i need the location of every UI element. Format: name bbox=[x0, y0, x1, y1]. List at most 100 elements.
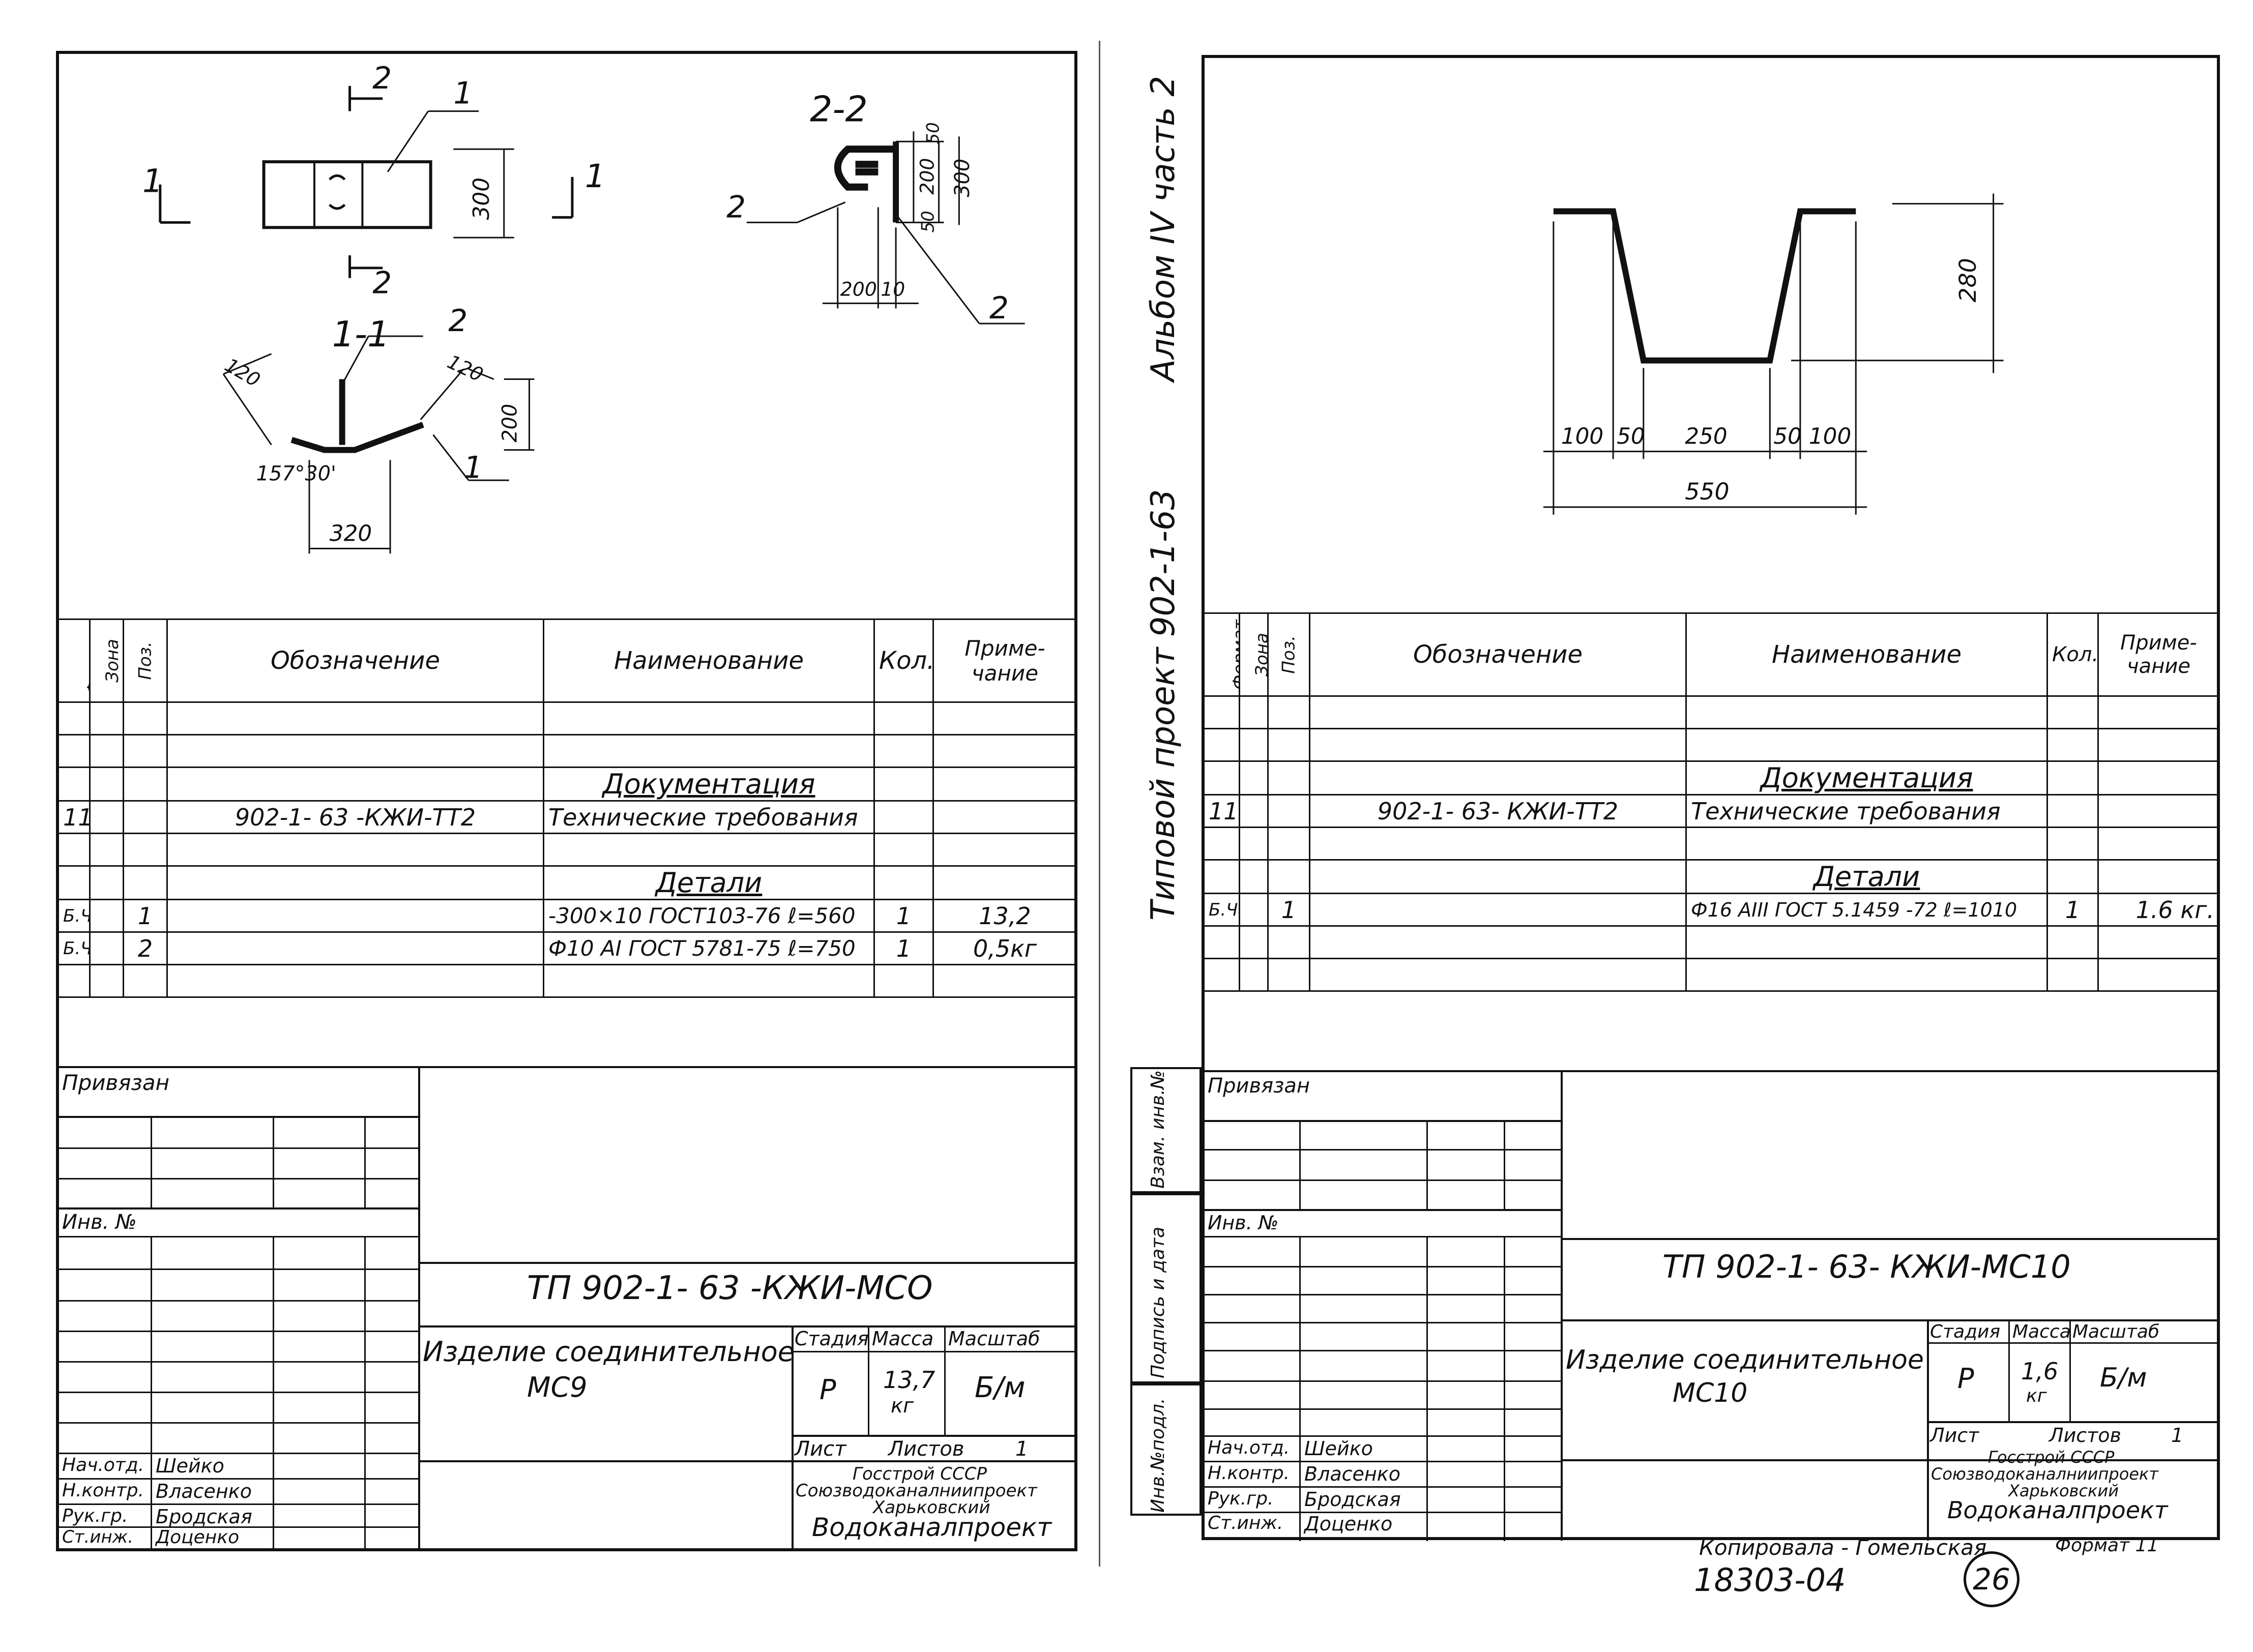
header-format: Формат bbox=[57, 618, 91, 703]
item-name: Изделие соединительное bbox=[1566, 1345, 1924, 1375]
org-gosstroy: Госстрой СССР bbox=[1988, 1448, 2115, 1467]
table-row: 11 902-1- 63- КЖИ-ТТ2 Технические требов… bbox=[1203, 794, 2220, 828]
hook-profile bbox=[834, 145, 899, 191]
table-header-row: Формат Зона Поз. Обозначение Наименовани… bbox=[1203, 612, 2220, 697]
side-label-original: Инв.№подл. bbox=[1148, 1398, 1168, 1513]
section-documentation: Документация bbox=[1685, 760, 2048, 795]
table-row bbox=[1203, 827, 2220, 861]
role-head-dept: Нач.отд. bbox=[1208, 1437, 1290, 1458]
section-2-2-pos-2-right: 2 bbox=[989, 291, 1009, 326]
dim-320: 320 bbox=[330, 521, 372, 547]
header-note: Приме-чание bbox=[932, 618, 1077, 703]
table-row bbox=[1203, 695, 2220, 729]
copied-by: Копировала - Гомельская bbox=[1699, 1535, 1987, 1560]
dim-300-vertical: 300 bbox=[951, 159, 974, 197]
org-kharkov: Харьковский bbox=[2008, 1481, 2119, 1500]
org-gosstroy: Госстрой СССР bbox=[853, 1464, 987, 1484]
role-group-lead: Рук.гр. bbox=[1208, 1488, 1274, 1509]
scale-value: Б/м bbox=[975, 1371, 1026, 1404]
document-code: ТП 902-1- 63- КЖИ-МС10 bbox=[1662, 1248, 2071, 1285]
table-row: Детали bbox=[57, 865, 1077, 900]
section-mark-2-bottom: 2 bbox=[372, 266, 392, 301]
dim-200-section-1-1: 200 bbox=[499, 404, 522, 442]
left-specification-table: Формат Зона Поз. Обозначение Наименовани… bbox=[57, 618, 1077, 998]
mass-label: Масса bbox=[872, 1328, 934, 1350]
right-technical-drawing: 280 100 50 250 50 100 550 bbox=[1543, 193, 2004, 515]
row-format: 11 bbox=[1203, 794, 1240, 828]
row-designation: 902-1- 63 -КЖИ-ТТ2 bbox=[166, 800, 544, 834]
row-qty: 1 bbox=[2046, 893, 2099, 927]
stage-value: Р bbox=[1957, 1363, 1974, 1395]
name-group-lead: Бродская bbox=[156, 1506, 252, 1528]
dim-280: 280 bbox=[1954, 258, 1981, 302]
name-senior-engineer: Доценко bbox=[156, 1527, 240, 1548]
row-position: 2 bbox=[123, 931, 168, 965]
header-designation: Обозначение bbox=[166, 618, 544, 703]
header-format: Формат bbox=[1203, 612, 1240, 697]
table-row: Б.Ч. 1 -300×10 ГОСТ103-76 ℓ=560 1 13,2 bbox=[57, 899, 1077, 933]
row-position: 1 bbox=[123, 899, 168, 933]
privyazan-label: Привязан bbox=[62, 1070, 170, 1095]
sheet-label: Лист bbox=[795, 1437, 846, 1461]
mass-value: 13,7 bbox=[883, 1366, 935, 1394]
header-qty: Кол. bbox=[2046, 612, 2099, 697]
section-mark-1-right: 1 bbox=[585, 158, 605, 195]
org-kharkov: Харьковский bbox=[873, 1497, 990, 1518]
row-note: 1.6 кг. bbox=[2097, 893, 2220, 927]
table-row: Детали bbox=[1203, 859, 2220, 894]
section-documentation: Документация bbox=[543, 766, 875, 802]
item-code: МС9 bbox=[527, 1371, 588, 1403]
format-label: Формат 11 bbox=[2055, 1535, 2159, 1556]
dim-100-left: 100 bbox=[1561, 424, 1603, 450]
album-title: Альбом IV часть 2 bbox=[1145, 76, 1182, 381]
sheets-count: 1 bbox=[2171, 1424, 2184, 1447]
section-2-2-title: 2-2 bbox=[810, 89, 868, 130]
table-row: Б.Ч. 2 Ф10 АI ГОСТ 5781-75 ℓ=750 1 0,5кг bbox=[57, 931, 1077, 965]
page-number-circle: 26 bbox=[1964, 1551, 2020, 1607]
row-name: Ф10 АI ГОСТ 5781-75 ℓ=750 bbox=[543, 931, 875, 965]
dim-10: 10 bbox=[881, 278, 905, 300]
left-title-block: Привязан Инв. № Нач.отд. Н.контр. Рук.гр… bbox=[59, 1066, 1074, 1552]
table-row bbox=[1203, 925, 2220, 959]
row-name: Технические требования bbox=[1685, 794, 2048, 828]
scale-value: Б/м bbox=[2100, 1363, 2147, 1393]
table-row: Документация bbox=[1203, 760, 2220, 795]
role-head-dept: Нач.отд. bbox=[62, 1455, 144, 1476]
right-drawing-area: 280 100 50 250 50 100 550 bbox=[1205, 58, 2217, 612]
page-number: 26 bbox=[1973, 1562, 2010, 1597]
name-senior-engineer: Доценко bbox=[1304, 1513, 1393, 1535]
row-qty: 1 bbox=[873, 931, 934, 965]
side-box-replacement: Взам. инв.№ bbox=[1130, 1067, 1202, 1193]
header-name: Наименование bbox=[1685, 612, 2048, 697]
dim-50-right: 50 bbox=[1773, 424, 1802, 450]
table-row bbox=[1203, 728, 2220, 762]
dim-50-top: 50 bbox=[923, 122, 943, 144]
side-label-signature: Подпись и дата bbox=[1148, 1226, 1168, 1378]
table-row bbox=[57, 701, 1077, 735]
sheets-label: Листов bbox=[888, 1437, 964, 1461]
row-note: 0,5кг bbox=[932, 931, 1077, 965]
org-soyuz: Союзводоканалниипроект bbox=[1931, 1464, 2158, 1484]
section-1-1-pos-1: 1 bbox=[463, 450, 483, 485]
plate-plan bbox=[262, 160, 432, 229]
sheets-count: 1 bbox=[1015, 1437, 1029, 1461]
table-row bbox=[57, 833, 1077, 867]
sheet-label: Лист bbox=[1930, 1424, 1979, 1447]
section-1-1-pos-2: 2 bbox=[448, 304, 467, 339]
dim-200-vertical: 200 bbox=[916, 158, 939, 195]
scale-label: Масштаб bbox=[2072, 1321, 2160, 1342]
row-name: Технические требования bbox=[543, 800, 875, 834]
org-vodokanal: Водоканалпроект bbox=[1947, 1496, 2168, 1524]
role-senior-engineer: Ст.инж. bbox=[62, 1527, 134, 1547]
header-position: Поз. bbox=[1267, 612, 1310, 697]
section-2-2-pos-2-left: 2 bbox=[726, 190, 746, 225]
series-title: Типовой проект 902-1-63 bbox=[1145, 489, 1182, 921]
scale-label: Масштаб bbox=[948, 1328, 1040, 1350]
table-row bbox=[1203, 958, 2220, 992]
dim-200-horizontal: 200 bbox=[840, 278, 877, 300]
section-mark-2-top: 2 bbox=[372, 61, 392, 96]
dim-250: 250 bbox=[1685, 424, 1727, 450]
row-qty: 1 bbox=[873, 899, 934, 933]
section-parts: Детали bbox=[1685, 859, 2048, 894]
header-name: Наименование bbox=[543, 618, 875, 703]
